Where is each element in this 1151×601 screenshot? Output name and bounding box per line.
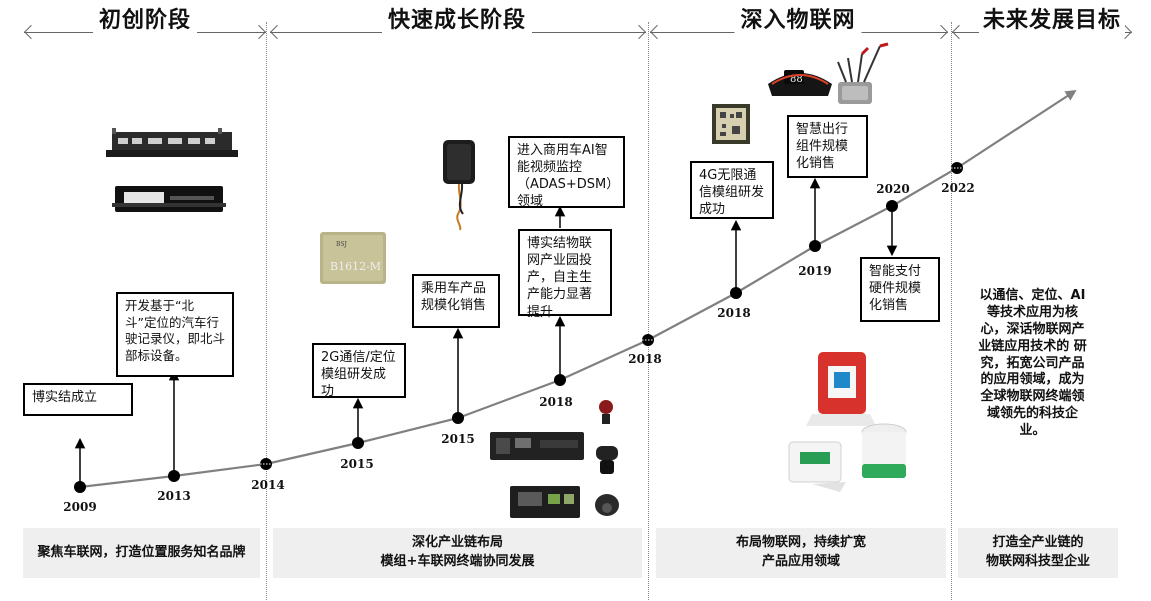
milestone-box-2009: 博实结成立: [23, 383, 133, 416]
milestone-dot-2018c: [730, 287, 742, 299]
year-label: 2018: [717, 306, 750, 320]
milestone-dot-2018a: [554, 374, 566, 386]
summary-line: 深化产业链布局: [411, 535, 503, 551]
tachograph-image: [112, 186, 226, 212]
phase-divider-2: [648, 22, 649, 600]
summary-iot: 布局物联网，持续扩宽 产品应用领域: [656, 528, 946, 578]
boundary-dots: [260, 162, 963, 470]
summary-future: 打造全产业链的 物联网科技型企业: [958, 528, 1118, 578]
milestone-box-2015-module: 2G通信/定位模组研发成功: [312, 343, 406, 399]
gps-tracker-image: [443, 140, 475, 231]
4g-module-image: [712, 104, 750, 144]
phase-title-growth: 快速成长阶段: [381, 2, 533, 34]
ebike-controller-image: [837, 42, 889, 104]
year-label: 2018: [539, 395, 572, 409]
year-label: 2013: [157, 489, 190, 503]
milestone-dot-2019: [809, 240, 821, 252]
summary-growth: 深化产业链布局 模组+车联网终端协同发展: [273, 528, 642, 578]
phase-title-startup: 初创阶段: [92, 2, 198, 34]
summary-line: 模组+车联网终端协同发展: [380, 554, 535, 569]
milestone-dot-2015b: [452, 412, 464, 424]
milestone-box-2015-passenger: 乘用车产品规模化销售: [412, 274, 500, 328]
svg-text:BSJ: BSJ: [336, 241, 348, 248]
year-label: 2015: [441, 432, 474, 446]
year-label: 2020: [876, 182, 909, 196]
milestone-box-2018-4g: 4G无限通信模组研发成功: [690, 161, 774, 219]
summary-line: 产品应用领域: [761, 554, 840, 569]
milestone-box-2018-ai: 进入商用车AI智能视频监控（ADAS+DSM）领域: [508, 136, 625, 209]
svg-text:88: 88: [790, 74, 803, 85]
gnss-module-image: BSJ B1612-M: [320, 232, 386, 284]
milestone-dot-2015a: [352, 437, 364, 449]
payment-terminal-image: [788, 352, 907, 492]
summary-line: 布局物联网，持续扩宽: [735, 535, 866, 551]
svg-text:B1612-M: B1612-M: [330, 260, 381, 273]
milestone-dot-2020: [886, 200, 898, 212]
vision-statement: 以通信、定位、AI等技术应用为核心，深话物联网产业链应用技术的 研究，拓宽公司产…: [978, 288, 1087, 439]
year-label: 2022: [941, 181, 974, 195]
summary-line: 打造全产业链的: [992, 535, 1084, 551]
milestone-dot-2009: [74, 481, 86, 493]
phase-title-future: 未来发展目标: [978, 2, 1126, 34]
summary-line: 物联网科技型企业: [985, 554, 1090, 569]
milestone-box-2013: 开发基于“北斗”定位的汽车行驶记录仪，即北斗部标设备。: [116, 292, 234, 377]
growth-curve: [79, 89, 1077, 489]
milestone-box-2018-park: 博实结物联网产业园投产，自主生产能力显著提升: [518, 229, 612, 320]
milestone-dot-2013: [168, 470, 180, 482]
ai-camera-image: [595, 400, 619, 516]
ebike-display-image: 88: [768, 70, 832, 96]
summary-startup: 聚焦车联网，打造位置服务知名品牌: [23, 528, 260, 578]
milestone-box-2019: 智慧出行组件规模化销售: [787, 115, 868, 178]
milestone-box-2020: 智能支付硬件规模化销售: [860, 257, 940, 322]
year-label: 2018: [628, 352, 661, 366]
dvr-recorder-image: [106, 128, 238, 157]
mdvr-image: [490, 432, 584, 518]
year-label: 2019: [798, 264, 831, 278]
summary-line: 聚焦车联网，打造位置服务知名品牌: [37, 544, 246, 560]
year-label: 2009: [63, 500, 96, 514]
phase-title-iot: 深入物联网: [734, 2, 862, 34]
phase-divider-1: [266, 22, 267, 600]
year-label: 2015: [340, 457, 373, 471]
phase-divider-3: [951, 22, 952, 600]
year-label: 2014: [251, 478, 284, 492]
